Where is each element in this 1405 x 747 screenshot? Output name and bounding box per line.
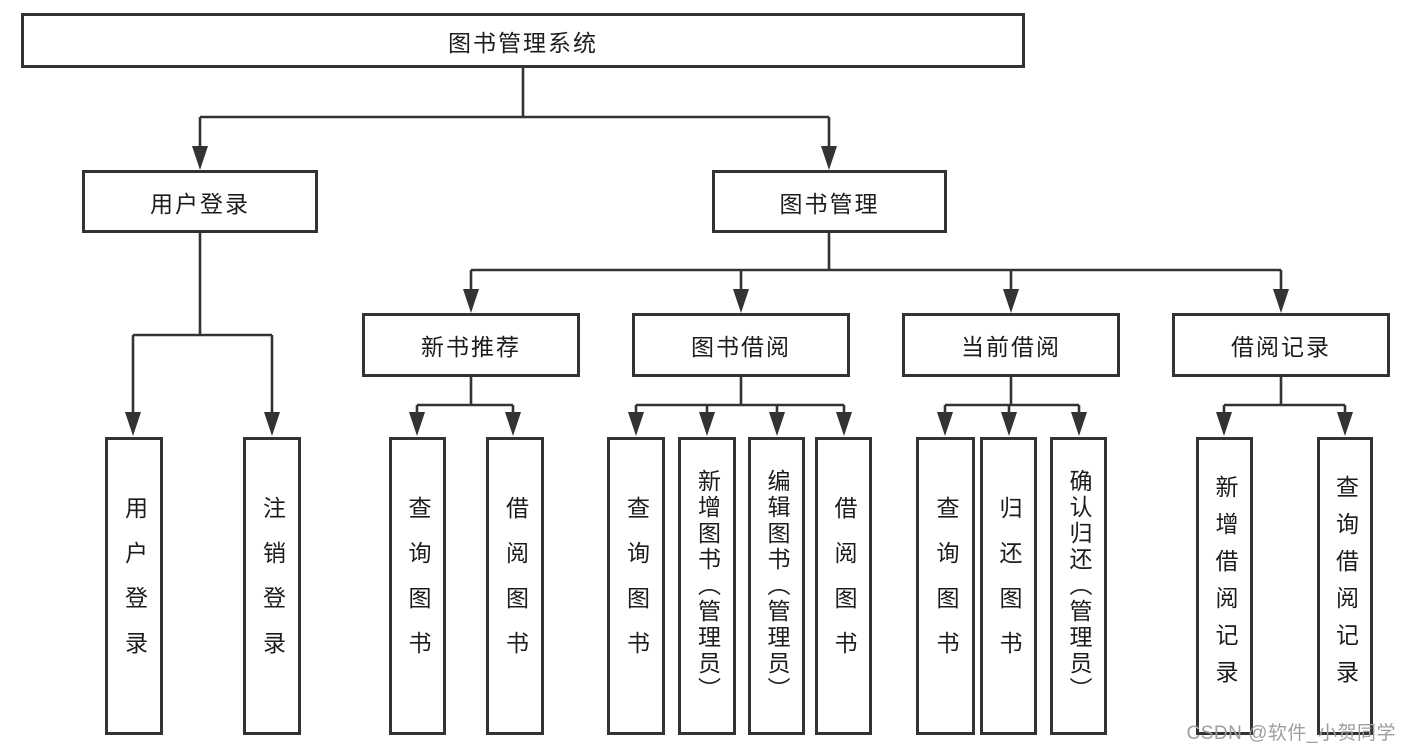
node-label: 当前借阅 <box>961 334 1061 360</box>
node-label: 图书管理 <box>779 190 880 217</box>
leaf-label: 借阅图书 <box>831 496 857 676</box>
leaf-logout: 注销登录 <box>243 437 301 735</box>
leaf-label: 归还图书 <box>996 496 1022 676</box>
node-book-borrow: 图书借阅 <box>632 313 850 377</box>
leaf-label: 新增借阅记录 <box>1212 475 1238 697</box>
node-label: 借阅记录 <box>1231 334 1331 360</box>
leaf-label: 用户登录 <box>121 496 148 676</box>
leaf-current-confirm-return-admin: 确认归还（管理员） <box>1050 437 1107 735</box>
leaf-borrow-borrow-book: 借阅图书 <box>815 437 872 735</box>
leaf-label: 查询图书 <box>405 496 431 676</box>
leaf-label: 新增图书（管理员） <box>694 469 721 703</box>
leaf-recommend-query-book: 查询图书 <box>389 437 446 735</box>
node-label: 新书推荐 <box>421 334 521 360</box>
leaf-borrow-query-book: 查询图书 <box>607 437 665 735</box>
leaf-current-return-book: 归还图书 <box>980 437 1037 735</box>
leaf-label: 编辑图书（管理员） <box>764 469 790 703</box>
leaf-borrow-edit-book-admin: 编辑图书（管理员） <box>748 437 805 735</box>
node-current-borrow: 当前借阅 <box>902 313 1120 377</box>
node-root-library-management-system: 图书管理系统 <box>21 13 1025 68</box>
node-label: 用户登录 <box>150 190 250 217</box>
leaf-label: 借阅图书 <box>502 496 529 676</box>
leaf-records-add-record: 新增借阅记录 <box>1196 437 1253 735</box>
node-book-management: 图书管理 <box>712 170 947 233</box>
leaf-recommend-borrow-book: 借阅图书 <box>486 437 544 735</box>
leaf-current-query-book: 查询图书 <box>916 437 975 735</box>
node-user-login: 用户登录 <box>82 170 318 233</box>
node-label: 图书借阅 <box>691 334 791 360</box>
leaf-user-login: 用户登录 <box>105 437 163 735</box>
csdn-watermark: CSDN @软件_小贺同学 <box>1186 723 1396 744</box>
leaf-label: 查询图书 <box>933 496 959 676</box>
leaf-label: 注销登录 <box>259 496 286 676</box>
node-borrow-records: 借阅记录 <box>1172 313 1390 377</box>
node-label: 图书管理系统 <box>448 29 598 56</box>
leaf-label: 查询借阅记录 <box>1332 475 1359 697</box>
leaf-borrow-add-book-admin: 新增图书（管理员） <box>678 437 736 735</box>
node-new-book-recommend: 新书推荐 <box>362 313 580 377</box>
leaf-label: 查询图书 <box>623 496 650 676</box>
leaf-label: 确认归还（管理员） <box>1066 469 1092 703</box>
leaf-records-query-record: 查询借阅记录 <box>1317 437 1373 735</box>
